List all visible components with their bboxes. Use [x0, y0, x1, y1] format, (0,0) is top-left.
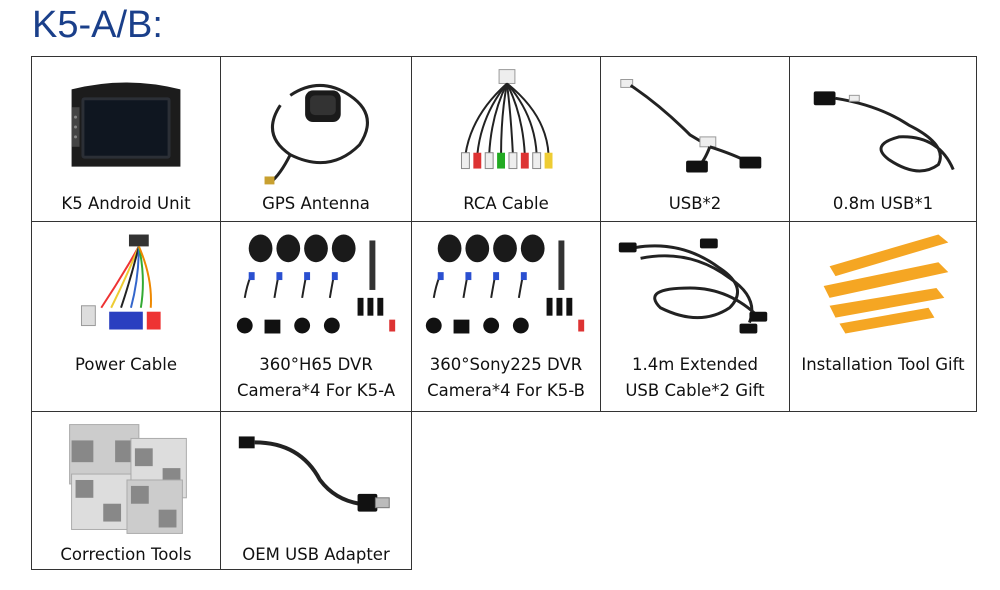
item-cell-dvr-k5a: 360°H65 DVR Camera*4 For K5-A — [220, 221, 412, 412]
usb-cable-icon — [601, 65, 789, 189]
item-label: GPS Antenna — [262, 194, 370, 213]
item-cell-gps-antenna: GPS Antenna — [220, 56, 412, 222]
item-label: Installation Tool Gift — [801, 355, 965, 374]
oem-usb-adapter-icon — [221, 420, 411, 538]
item-label-line1: 360°H65 DVR — [259, 355, 373, 374]
item-label: Power Cable — [75, 355, 177, 374]
item-cell-installation-tool: Installation Tool Gift — [789, 221, 977, 412]
item-label-line2: Camera*4 For K5-B — [427, 381, 585, 400]
dvr-camera-set-icon — [412, 226, 600, 344]
android-unit-icon — [32, 67, 220, 187]
calibration-mats-icon — [32, 420, 220, 538]
item-label-line1: 360°Sony225 DVR — [429, 355, 583, 374]
item-label: USB*2 — [668, 194, 722, 213]
item-label-line2: Camera*4 For K5-A — [237, 381, 395, 400]
item-label: 0.8m USB*1 — [832, 194, 934, 213]
dvr-camera-set-icon — [221, 226, 411, 344]
pry-tools-icon — [790, 228, 976, 340]
usb-extension-cable-icon — [601, 228, 789, 340]
item-cell-oem-usb-adapter: OEM USB Adapter — [220, 411, 412, 570]
item-cell-dvr-k5b: 360°Sony225 DVR Camera*4 For K5-B — [411, 221, 601, 412]
item-cell-android-unit: K5 Android Unit — [31, 56, 221, 222]
usb-cable-coil-icon — [790, 65, 976, 189]
item-cell-rca-cable: RCA Cable — [411, 56, 601, 222]
item-cell-usb-08m: 0.8m USB*1 — [789, 56, 977, 222]
item-label-line2: USB Cable*2 Gift — [625, 381, 765, 400]
item-label: K5 Android Unit — [61, 194, 191, 213]
page-title: K5-A/B: — [32, 4, 163, 46]
item-cell-usb-extended: 1.4m Extended USB Cable*2 Gift — [600, 221, 790, 412]
item-cell-usb2: USB*2 — [600, 56, 790, 222]
power-cable-icon — [32, 228, 220, 340]
item-label: RCA Cable — [463, 194, 549, 213]
gps-antenna-icon — [221, 65, 411, 189]
item-cell-power-cable: Power Cable — [31, 221, 221, 412]
rca-cable-icon — [412, 65, 600, 189]
item-cell-correction-tools: Correction Tools — [31, 411, 221, 570]
item-label: OEM USB Adapter — [242, 545, 390, 564]
item-label-line1: 1.4m Extended — [632, 355, 758, 374]
item-label: Correction Tools — [60, 545, 192, 564]
